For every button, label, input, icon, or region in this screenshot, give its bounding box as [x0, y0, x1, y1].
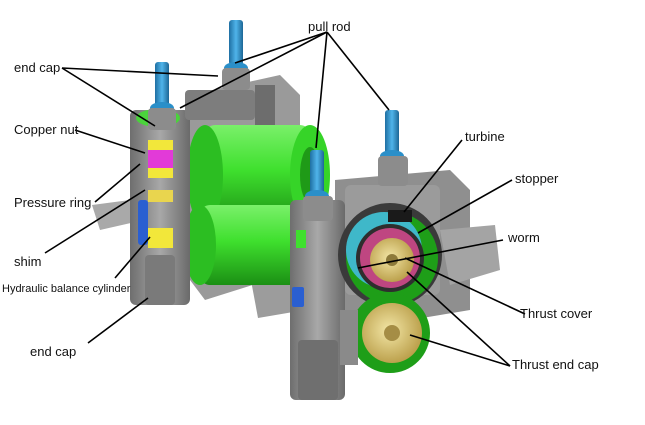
label-thrust-cover: Thrust cover — [520, 306, 593, 321]
thrust-end-cap-disc — [340, 293, 430, 373]
label-stopper: stopper — [515, 171, 559, 186]
label-worm: worm — [508, 230, 540, 245]
label-end-cap-bottom: end cap — [30, 344, 77, 359]
left-housing — [130, 85, 275, 305]
label-end-cap-top: end cap — [14, 60, 61, 75]
label-hydraulic-balance-cylinder: Hydraulic balance cylinder — [2, 283, 131, 295]
label-turbine: turbine — [465, 129, 505, 144]
label-shim: shim — [14, 254, 42, 269]
label-pressure-ring: Pressure ring — [14, 195, 92, 210]
pull-rod-back-left — [222, 20, 250, 90]
label-thrust-end-cap: Thrust end cap — [512, 357, 599, 372]
label-copper-nut: Copper nut — [14, 122, 79, 137]
pull-rod-back-right — [378, 110, 408, 186]
pull-rod-front-right — [303, 150, 333, 221]
leader-lines — [44, 31, 526, 367]
label-pull-rod: pull rod — [308, 19, 351, 34]
pull-rod-group — [148, 20, 408, 221]
